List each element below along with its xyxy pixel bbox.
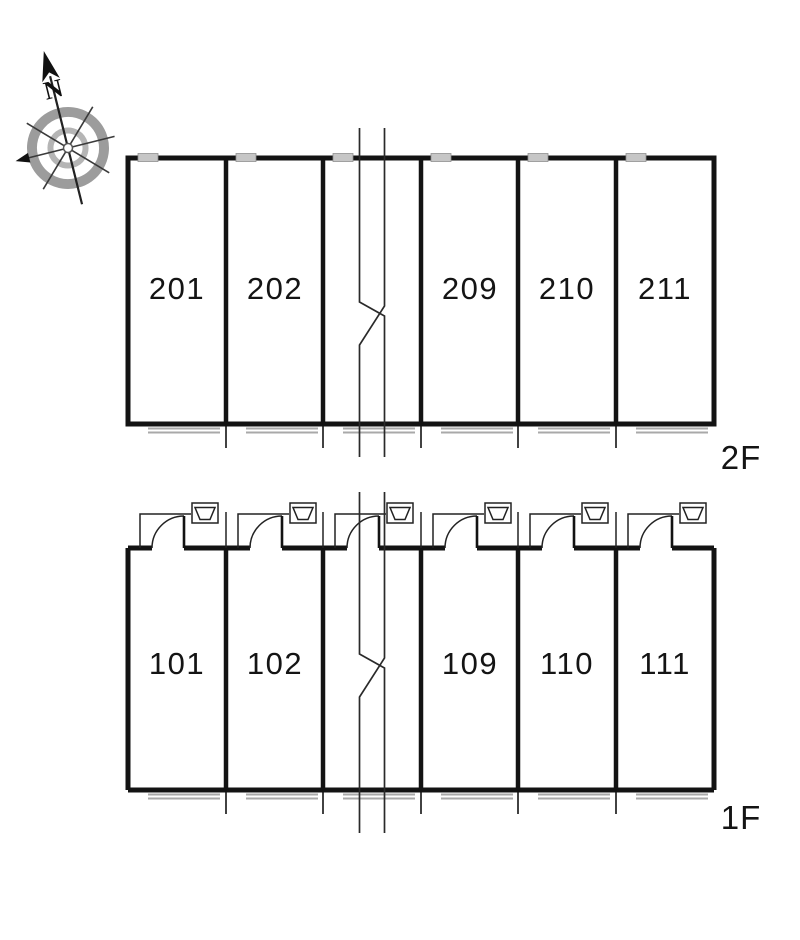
unit-decorations — [332, 152, 416, 434]
unit-label: 211 — [638, 271, 692, 306]
unit-label: 109 — [442, 646, 498, 681]
unit-label: 110 — [540, 646, 594, 681]
compass-center-dot — [62, 142, 74, 154]
unit-label: 202 — [247, 271, 303, 306]
break-line — [358, 492, 386, 833]
north-arrowhead-icon — [42, 50, 60, 83]
break-line — [358, 128, 386, 457]
north-south-axis — [49, 75, 84, 205]
unit-label: 102 — [247, 646, 303, 681]
break-lines-2f — [358, 128, 386, 457]
break-lines-1f — [358, 492, 386, 833]
west-arrowhead-icon — [15, 152, 31, 163]
floor-plan-2f: 201 202 209 210 211 2F — [125, 152, 762, 476]
unit-label: 111 — [639, 646, 691, 681]
floor-label-1f: 1F — [721, 799, 762, 836]
floor-label-2f: 2F — [721, 439, 762, 476]
break-line — [358, 492, 386, 833]
compass-rose: N — [15, 50, 115, 205]
break-line — [358, 128, 386, 457]
unit-label: 101 — [149, 646, 205, 681]
unit-label: 209 — [442, 271, 498, 306]
floor-plan-1f: 101 102 109 110 111 1F — [125, 501, 762, 836]
unit-label: 201 — [149, 271, 205, 306]
unit-label: 210 — [539, 271, 595, 306]
north-label: N — [41, 73, 66, 106]
